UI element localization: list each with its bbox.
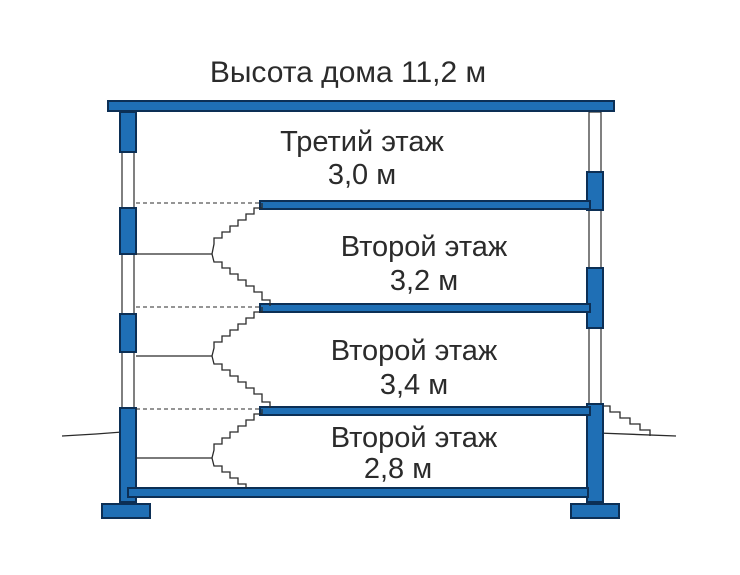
- left-wall-segment-4: [119, 407, 137, 503]
- floor-slab-2: [259, 303, 591, 313]
- ground-line-left: [61, 431, 125, 437]
- floor-label-top-name: Третий этаж: [280, 126, 444, 158]
- stair-flight-1: [211, 409, 263, 488]
- left-footing: [101, 503, 151, 519]
- floor-label-ground-name: Второй этаж: [331, 422, 498, 454]
- floor-label-second-name: Второй этаж: [341, 231, 508, 263]
- left-window-2: [121, 253, 135, 315]
- right-wall-segment-2: [586, 267, 604, 329]
- right-window-2: [588, 209, 602, 269]
- left-wall-segment-3: [119, 313, 137, 353]
- left-wall-segment-1: [119, 111, 137, 153]
- ground-floor-slab: [127, 487, 589, 498]
- roof-slab: [107, 100, 615, 112]
- house-height-title: Высота дома 11,2 м: [210, 56, 486, 89]
- floor-label-ground-height: 2,8 м: [364, 453, 432, 485]
- stair-flight-3: [211, 203, 271, 306]
- left-wall-segment-2: [119, 207, 137, 255]
- right-footing: [570, 503, 620, 519]
- floor-label-third-height: 3,4 м: [380, 369, 448, 401]
- floor-label-third-name: Второй этаж: [331, 335, 498, 367]
- stair-flight-2: [211, 307, 271, 408]
- left-window-1: [121, 151, 135, 209]
- left-window-3: [121, 351, 135, 409]
- floor-label-top-height: 3,0 м: [328, 159, 396, 191]
- right-window-3: [588, 327, 602, 405]
- floor-slab-3: [259, 200, 591, 210]
- right-window-1: [588, 111, 602, 173]
- floor-slab-1: [259, 406, 591, 416]
- entrance-steps: [600, 405, 651, 436]
- floor-label-second-height: 3,2 м: [390, 265, 458, 297]
- ground-line-right: [597, 432, 677, 437]
- right-wall-segment-3: [586, 403, 604, 503]
